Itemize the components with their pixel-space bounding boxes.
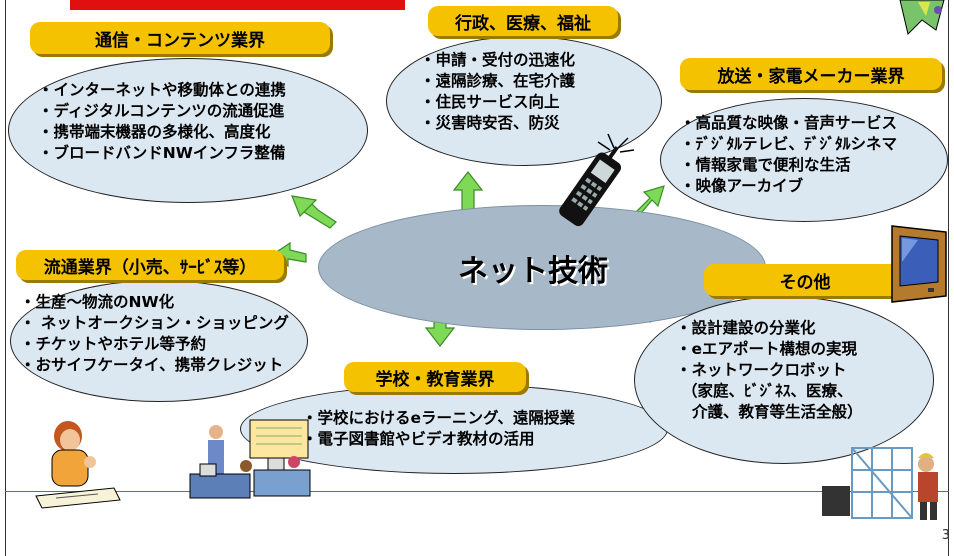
corner-decoration-icon bbox=[899, 0, 945, 35]
broadcast-title: 放送・家電メーカー業界 bbox=[680, 58, 942, 90]
list-item: ・設計建設の分業化 bbox=[676, 319, 816, 337]
retail-title: 流通業界（小売、ｻｰﾋﾞｽ等） bbox=[16, 250, 284, 280]
other-items: ・設計建設の分業化 ・eエアポート構想の実現 ・ネットワークロボット （家庭、ﾋ… bbox=[676, 318, 863, 423]
list-item: ・災害時安否、防災 bbox=[420, 114, 560, 132]
center-ellipse bbox=[318, 205, 766, 330]
list-item: ・住民サービス向上 bbox=[420, 93, 560, 111]
page-number: 3 bbox=[941, 528, 950, 543]
list-item: ・チケットやホテル等予約 bbox=[20, 335, 207, 353]
list-item: ・申請・受付の迅速化 bbox=[420, 51, 576, 69]
construction-worker-icon bbox=[822, 447, 938, 520]
television-icon bbox=[891, 225, 947, 303]
list-item: ・ネットワークロボット bbox=[676, 361, 847, 379]
list-item: ・高品質な映像・音声サービス bbox=[680, 114, 898, 132]
center-label: ネット技術 bbox=[458, 254, 608, 289]
title-bar-accent bbox=[70, 0, 405, 10]
school-title: 学校・教育業界 bbox=[344, 362, 526, 392]
other-bubble bbox=[634, 296, 934, 464]
classroom-icon bbox=[189, 419, 311, 499]
list-item: ・携帯端末機器の多様化、高度化 bbox=[38, 123, 271, 141]
list-item: ・ディジタルコンテンツの流通促進 bbox=[38, 102, 285, 120]
mobile-phone-icon bbox=[559, 133, 635, 227]
slide-frame bbox=[5, 0, 949, 556]
list-item: ・ブロードバンドNWインフラ整備 bbox=[38, 144, 286, 162]
telecom-items: ・インターネットや移動体との連携 ・ディジタルコンテンツの流通促進 ・携帯端末機… bbox=[38, 80, 286, 164]
list-item: ・ﾃﾞｼﾞﾀﾙテレビ、ﾃﾞｼﾞﾀﾙシネマ bbox=[680, 135, 898, 153]
telecom-bubble bbox=[8, 58, 368, 203]
list-item: ・学校におけるeラーニング、遠隔授業 bbox=[302, 409, 575, 427]
list-item: ・映像アーカイブ bbox=[680, 177, 804, 195]
list-item: ・ ネットオークション・ショッピング bbox=[20, 314, 289, 332]
government-title: 行政、医療、福祉 bbox=[428, 6, 618, 36]
retail-bubble bbox=[10, 280, 308, 402]
school-items: ・学校におけるeラーニング、遠隔授業 ・電子図書館やビデオ教材の活用 bbox=[302, 408, 575, 450]
list-item: ・遠隔診療、在宅介護 bbox=[420, 72, 576, 90]
other-title: その他 bbox=[704, 264, 906, 296]
list-item: ・eエアポート構想の実現 bbox=[676, 340, 858, 358]
list-item: ・生産～物流のNW化 bbox=[20, 293, 175, 311]
list-item: ・電子図書館やビデオ教材の活用 bbox=[302, 430, 535, 448]
list-item: ・インターネットや移動体との連携 bbox=[38, 81, 286, 99]
woman-on-phone-icon bbox=[35, 421, 121, 509]
retail-items: ・生産～物流のNW化 ・ ネットオークション・ショッピング ・チケットやホテル等… bbox=[20, 292, 289, 376]
arrow-to-telecom-head bbox=[291, 195, 318, 218]
footer-rule bbox=[5, 491, 949, 492]
government-items: ・申請・受付の迅速化 ・遠隔診療、在宅介護 ・住民サービス向上 ・災害時安否、防… bbox=[420, 50, 575, 134]
government-bubble bbox=[386, 36, 662, 166]
broadcast-items: ・高品質な映像・音声サービス ・ﾃﾞｼﾞﾀﾙテレビ、ﾃﾞｼﾞﾀﾙシネマ ・情報家… bbox=[680, 113, 897, 197]
list-item: 介護、教育等生活全般） bbox=[692, 403, 863, 421]
telecom-title: 通信・コンテンツ業界 bbox=[30, 22, 330, 54]
school-bubble bbox=[240, 384, 668, 474]
broadcast-bubble bbox=[660, 98, 948, 222]
list-item: （家庭、ﾋﾞｼﾞﾈｽ、医療、 bbox=[682, 382, 853, 400]
list-item: ・おサイフケータイ、携帯クレジット bbox=[20, 356, 284, 374]
list-item: ・情報家電で便利な生活 bbox=[680, 156, 851, 174]
